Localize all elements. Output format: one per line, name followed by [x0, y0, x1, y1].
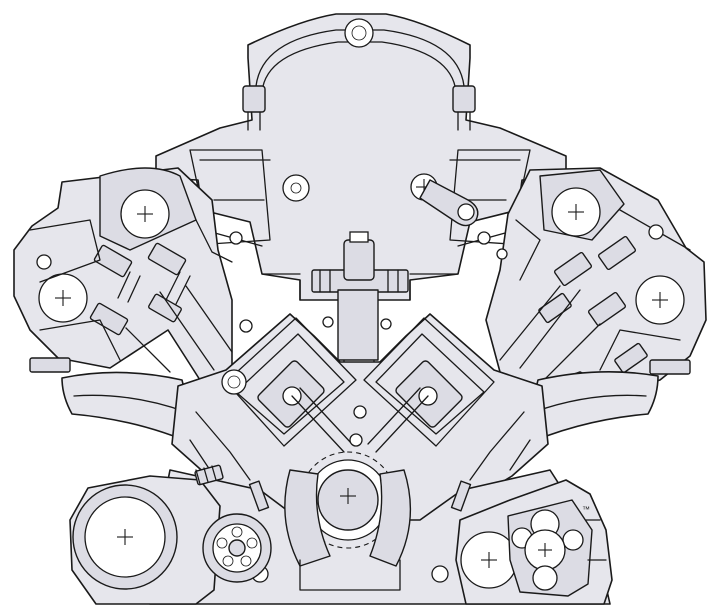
exhaust-ports [61, 371, 659, 447]
right-cylinder-head [485, 167, 707, 393]
side-mounts [29, 224, 691, 375]
cylinder-block [171, 313, 549, 541]
oil-pump [202, 513, 272, 583]
intake-plenum [155, 13, 567, 301]
center-fuel-pump [311, 231, 409, 421]
left-accessory-housing [69, 464, 224, 605]
right-accessory-housing: ™ [455, 479, 613, 605]
trademark-symbol: ™ [582, 505, 590, 514]
left-cylinder-head [13, 167, 253, 381]
